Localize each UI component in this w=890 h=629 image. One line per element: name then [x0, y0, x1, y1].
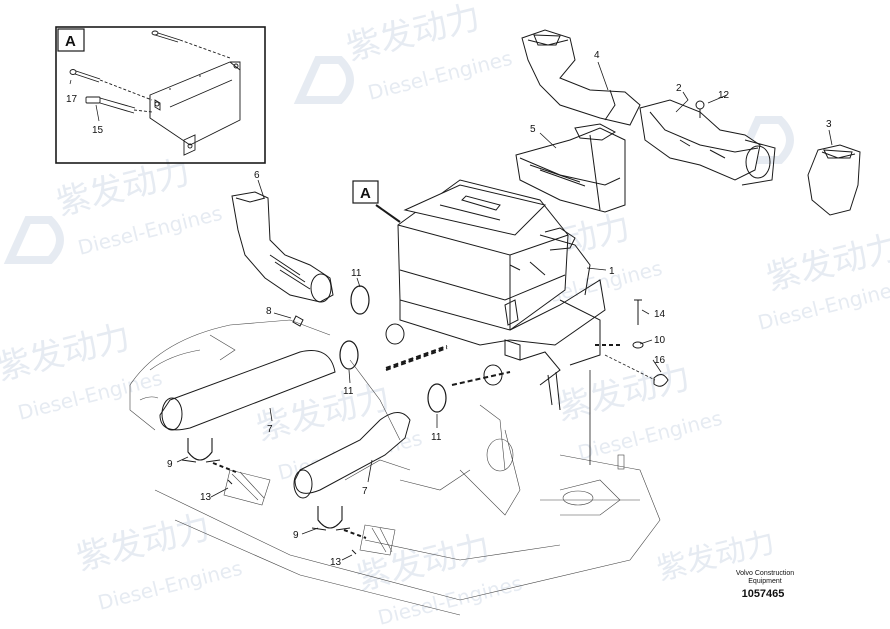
detail-box-a: A [55, 26, 266, 164]
duct-4-drawing [521, 29, 641, 126]
credit-line-2: Equipment [748, 578, 782, 585]
callout-1: 1 [609, 266, 615, 277]
callouts: 1 2 3 4 5 6 7 7 8 9 9 10 11 11 11 12 13 … [66, 50, 832, 568]
callout-10: 10 [654, 335, 666, 346]
callout-7-right: 7 [362, 486, 368, 497]
duct-5-drawing [515, 123, 626, 213]
watermark-logo [3, 216, 64, 264]
screw-drawing [69, 30, 231, 114]
callout-2: 2 [676, 83, 682, 94]
detail-pointer-a: A [352, 180, 379, 204]
callout-17: 17 [66, 94, 78, 105]
fastener-drawing [227, 100, 705, 555]
watermark-logo [293, 56, 354, 104]
document-number: 1057465 [741, 588, 785, 600]
duct-2-drawing [639, 99, 776, 186]
hose-7-right-drawing [293, 412, 411, 499]
callout-11-bottom: 11 [431, 432, 442, 443]
callout-6: 6 [254, 170, 260, 181]
callout-13-left: 13 [200, 492, 212, 503]
callout-12: 12 [718, 90, 730, 101]
callout-8: 8 [266, 306, 272, 317]
hose-7-left-drawing [159, 350, 336, 431]
bracket-9-drawing [181, 438, 351, 531]
watermark-logo [733, 116, 794, 164]
duct-3-drawing [807, 144, 861, 216]
callout-13-right: 13 [330, 557, 342, 568]
duct-6-drawing [231, 191, 334, 303]
leader-lines [176, 61, 833, 561]
detail-pointer-label: A [360, 185, 371, 202]
callout-7-left: 7 [267, 424, 273, 435]
callout-5: 5 [530, 124, 536, 135]
callout-9-right: 9 [293, 530, 299, 541]
credit-line-1: Volvo Construction [735, 570, 795, 577]
callout-16: 16 [654, 355, 666, 366]
callout-11-middle: 11 [343, 386, 354, 397]
callout-3: 3 [826, 119, 832, 130]
callout-9-left: 9 [167, 459, 173, 470]
callout-4: 4 [594, 50, 600, 61]
manufacturer-credit: Volvo Construction Equipment [720, 570, 810, 586]
callout-14: 14 [654, 309, 666, 320]
detail-box-label: A [65, 33, 76, 50]
bracket-drawing [149, 61, 241, 156]
callout-15: 15 [92, 125, 104, 136]
chassis-drawing [129, 319, 661, 616]
callout-11-top: 11 [351, 268, 362, 279]
heater-unit-drawing [385, 179, 606, 411]
